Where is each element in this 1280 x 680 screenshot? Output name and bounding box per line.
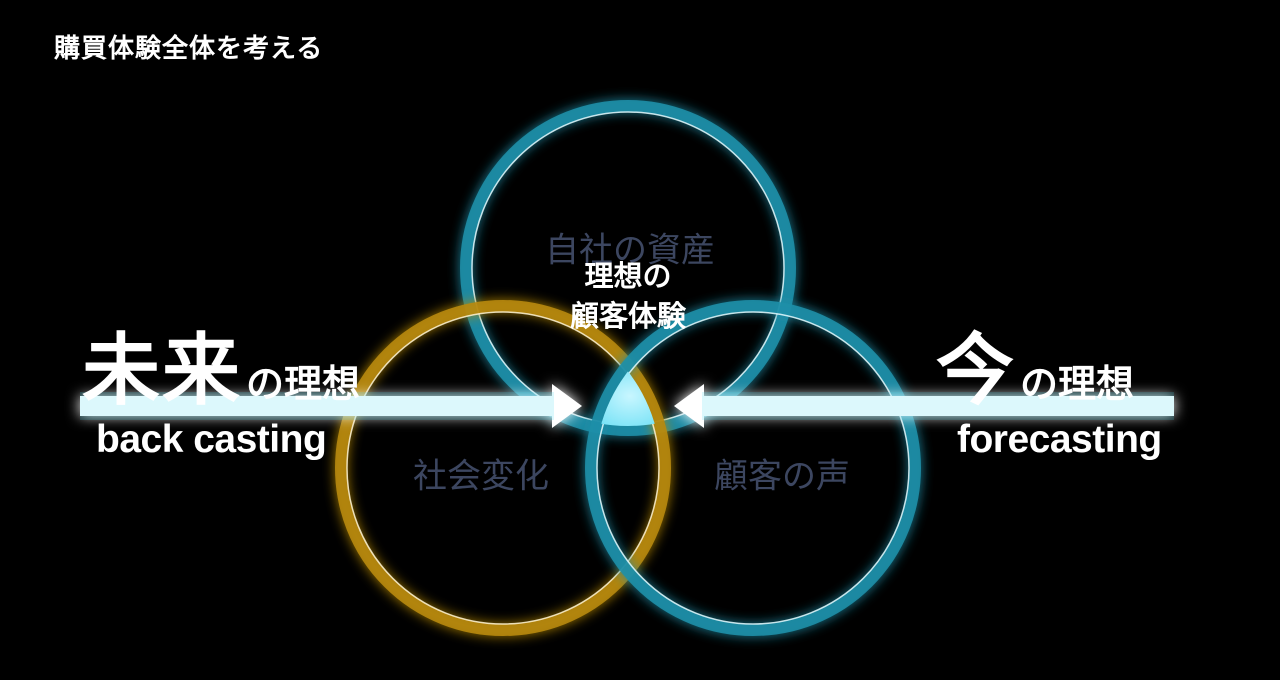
circle-right — [585, 300, 921, 636]
center-label-line2: 顧客体験 — [569, 299, 686, 333]
center-label: 理想の 顧客体験 — [538, 256, 718, 336]
circle-top-label: 自社の資産 — [545, 230, 715, 271]
future-big-text: 未来 — [82, 326, 243, 416]
present-big-text: 今 — [936, 326, 1017, 416]
circle-left-label: 社会変化 — [413, 456, 549, 497]
present-ideal-label: 今の理想 — [936, 308, 1134, 420]
left-arrow — [80, 384, 582, 428]
circle-right-label: 顧客の声 — [714, 456, 850, 497]
future-ideal-label: 未来の理想 — [82, 308, 360, 420]
forecasting-label: forecasting — [957, 418, 1162, 461]
circle-left — [335, 300, 671, 636]
right-arrow — [674, 384, 1174, 428]
center-label-line1: 理想の — [584, 259, 672, 293]
future-small-text: の理想 — [246, 362, 361, 406]
slide-title: 購買体験全体を考える — [54, 34, 324, 64]
present-small-text: の理想 — [1020, 362, 1135, 406]
back-casting-label: back casting — [96, 418, 327, 461]
